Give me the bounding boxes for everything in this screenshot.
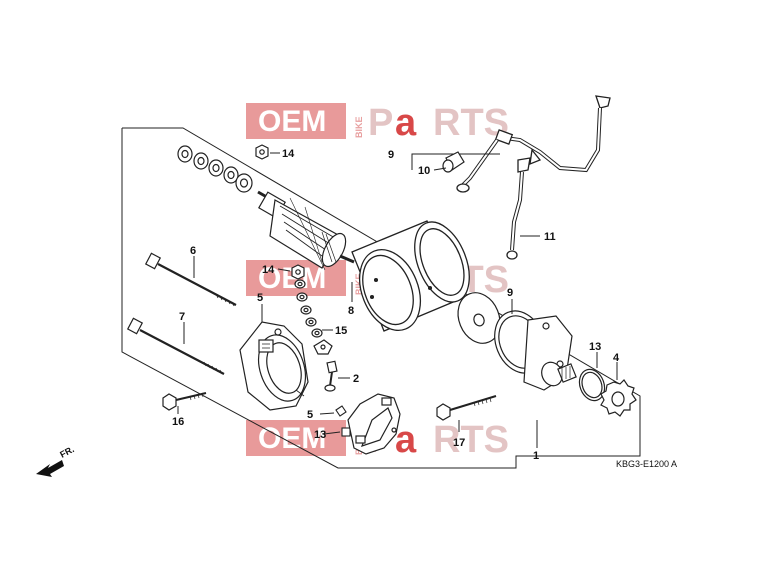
bolt-17 <box>436 395 497 421</box>
callout-2: 2 <box>353 373 359 385</box>
callout-4: 5 <box>257 292 263 304</box>
callout-1: 1 <box>533 450 539 462</box>
svg-text:FR.: FR. <box>58 444 75 460</box>
callout-14-top: 14 <box>282 148 295 160</box>
callout-9: 9 <box>507 287 513 299</box>
brush-holder-plate <box>347 393 401 455</box>
rear-cover <box>239 321 309 411</box>
callout-14-mid: 14 <box>262 264 275 276</box>
nut-mid <box>291 264 305 280</box>
callout-11: 10 <box>418 165 430 177</box>
bolt-16 <box>162 392 207 411</box>
svg-text:a: a <box>395 419 417 461</box>
brush-terminal <box>324 360 338 392</box>
watermark-top: OEM BIKE P a RTS <box>246 102 509 144</box>
svg-text:BIKE: BIKE <box>354 116 364 138</box>
callout-10: 9 <box>388 149 394 161</box>
starter-cable <box>456 95 611 193</box>
assembly-boundary <box>121 127 641 469</box>
svg-text:RTS: RTS <box>433 419 509 461</box>
brush-spring <box>335 405 347 417</box>
callout-6-lower: 7 <box>179 311 185 323</box>
front-cover <box>494 310 577 391</box>
terminal-plate <box>313 339 333 355</box>
armature <box>257 190 355 271</box>
front-arrow-icon: FR. <box>36 444 76 477</box>
callout-12: 11 <box>544 231 556 243</box>
svg-text:OEM: OEM <box>258 105 326 138</box>
callout-16: 16 <box>172 416 184 428</box>
motor-case <box>351 220 470 332</box>
callout-17: 17 <box>453 437 465 449</box>
long-bolt-upper <box>144 252 237 307</box>
washer-stack <box>177 145 253 193</box>
thrust-plate <box>457 292 501 344</box>
callout-13: 13 <box>589 341 601 353</box>
svg-text:BIKE: BIKE <box>354 273 364 295</box>
callout-5: 5 <box>307 409 313 421</box>
callout-3: 4 <box>613 352 620 364</box>
starter-gear <box>600 379 637 417</box>
long-bolt-lower <box>126 317 225 375</box>
nut-top <box>255 144 269 160</box>
ground-cable <box>506 157 531 260</box>
brush <box>341 427 351 437</box>
svg-text:OEM: OEM <box>258 422 326 455</box>
insulator-washers <box>294 279 323 338</box>
callout-7: 13 <box>314 429 326 441</box>
terminal-cap <box>442 151 465 173</box>
callout-6-upper: 6 <box>190 245 196 257</box>
diagram-code: KBG3-E1200 A <box>616 459 677 469</box>
callout-8: 8 <box>348 305 354 317</box>
o-ring <box>578 368 606 402</box>
svg-text:a: a <box>395 102 417 144</box>
svg-text:P: P <box>368 102 393 144</box>
callout-15: 15 <box>335 325 347 337</box>
